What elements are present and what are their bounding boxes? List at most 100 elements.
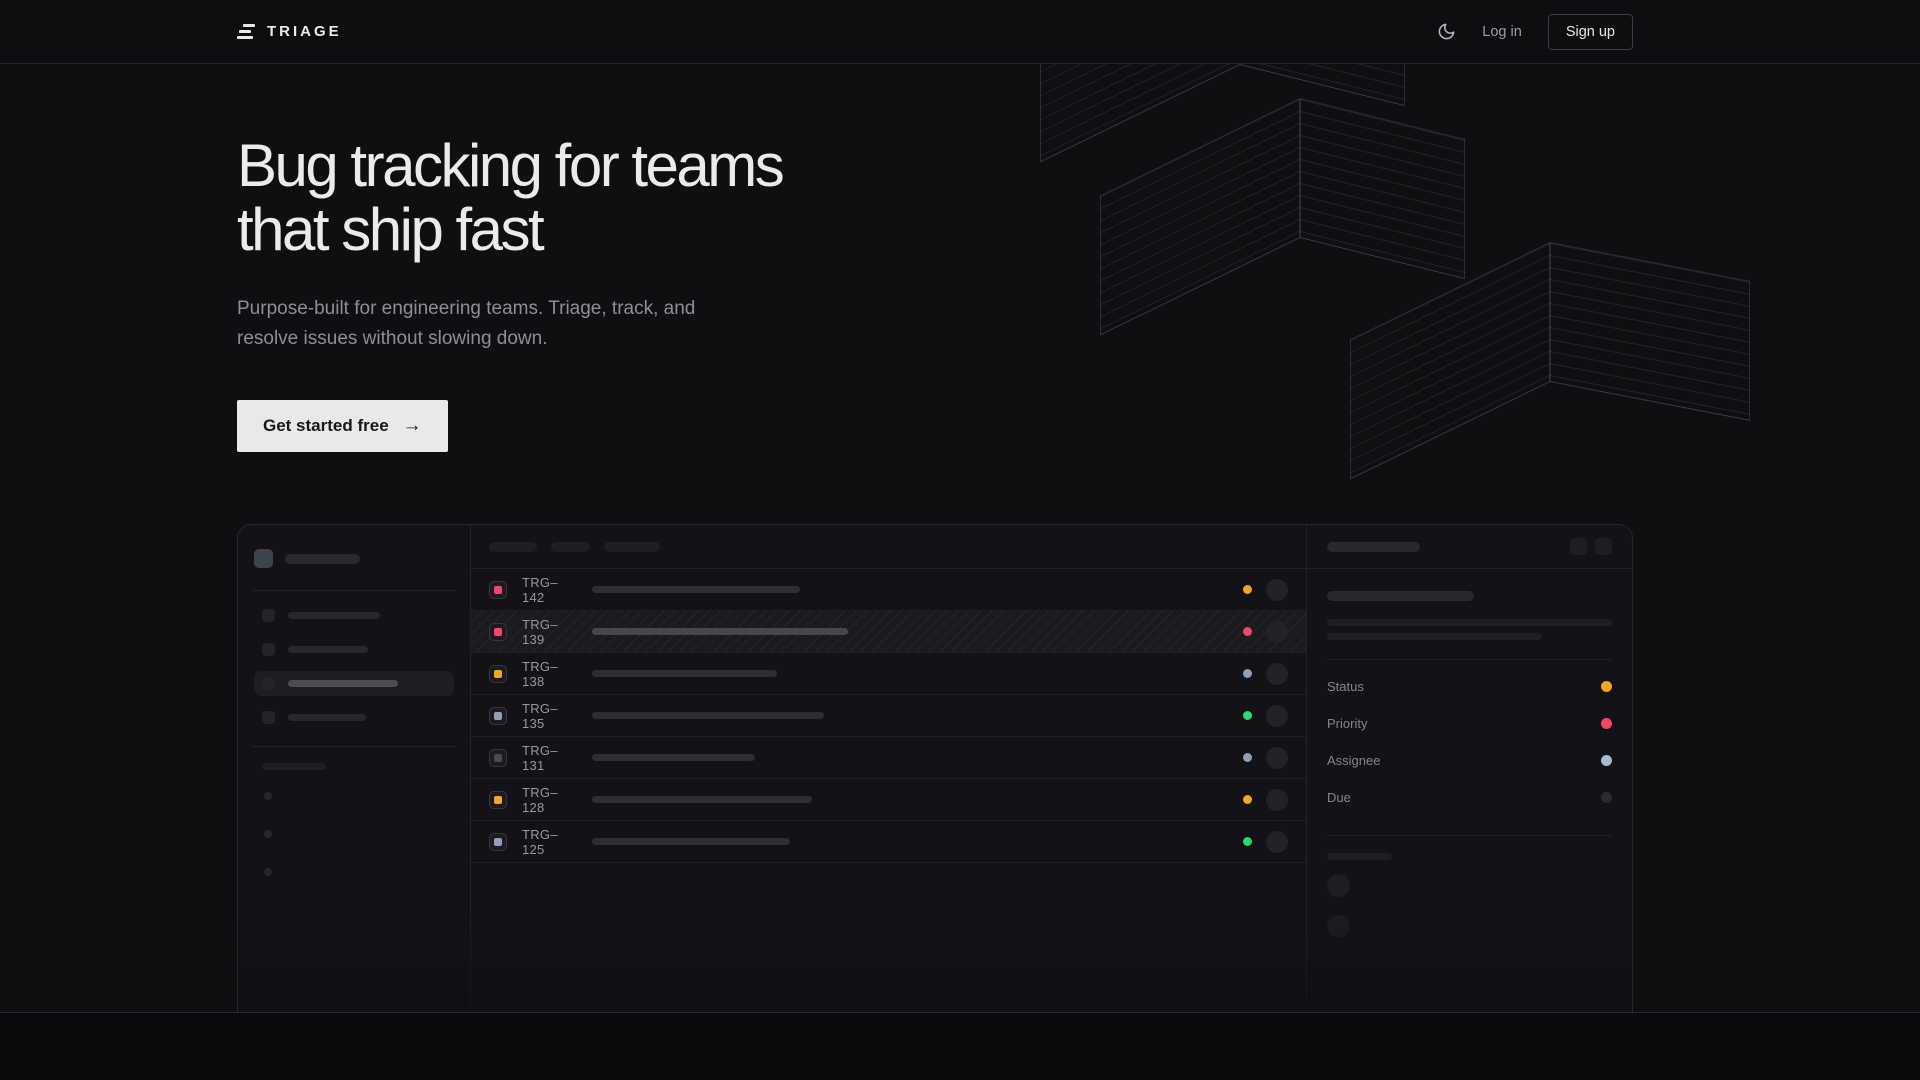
app-mockup: TRG–142 TRG–139 TRG–138 TRG–135 TRG– <box>237 524 1633 1012</box>
theme-toggle-button[interactable] <box>1437 22 1456 41</box>
sidebar-nav <box>254 603 454 730</box>
issue-id: TRG–131 <box>522 742 558 773</box>
brand-name: TRIAGE <box>267 23 342 40</box>
issue-type-icon <box>489 706 507 725</box>
issue-title-skeleton <box>592 754 755 761</box>
issue-row: TRG–131 <box>471 737 1306 779</box>
field-value-dot <box>1601 792 1612 803</box>
detail-fields: Status Priority Assignee Due <box>1327 668 1612 816</box>
field-value-dot <box>1601 681 1612 692</box>
issue-status-dot <box>1243 669 1252 678</box>
issue-row: TRG–135 <box>471 695 1306 737</box>
activity-avatars <box>1327 874 1612 938</box>
issue-status-dot <box>1243 795 1252 804</box>
sidebar-item <box>254 637 454 662</box>
arrow-right-icon: → <box>402 415 422 436</box>
issue-id: TRG–138 <box>522 658 558 689</box>
issue-title-skeleton <box>592 670 777 677</box>
nav-item-icon <box>262 609 275 622</box>
mockup-sidebar <box>238 525 471 1012</box>
sidebar-item <box>254 705 454 730</box>
issue-row: TRG–142 <box>471 569 1306 611</box>
mockup-detail-panel: Status Priority Assignee Due <box>1306 525 1632 1012</box>
login-link[interactable]: Log in <box>1482 23 1522 40</box>
issue-type-icon <box>489 580 507 599</box>
field-label: Priority <box>1327 716 1368 731</box>
issue-id: TRG–142 <box>522 574 558 605</box>
top-nav: TRIAGE Log in Sign up <box>0 0 1920 64</box>
filter-pill-skeleton <box>551 541 590 552</box>
workspace-name-skeleton <box>285 553 360 564</box>
detail-action-buttons <box>1570 538 1612 555</box>
issue-type-icon <box>489 832 507 851</box>
sidebar-item-active <box>254 671 454 696</box>
nav-item-icon <box>262 711 275 724</box>
divider <box>252 590 456 591</box>
issue-title-skeleton <box>592 586 800 593</box>
field-label: Due <box>1327 790 1351 805</box>
action-square-icon <box>1595 538 1612 555</box>
issue-assignee-avatar <box>1266 620 1288 643</box>
issue-row: TRG–128 <box>471 779 1306 821</box>
get-started-button[interactable]: Get started free → <box>237 400 448 452</box>
issue-list: TRG–142 TRG–139 TRG–138 TRG–135 TRG– <box>471 569 1306 863</box>
issue-assignee-avatar <box>1266 788 1288 811</box>
nav-item-icon <box>262 643 275 656</box>
issue-status-dot <box>1243 837 1252 846</box>
issue-id: TRG–139 <box>522 616 558 647</box>
issue-assignee-avatar <box>1266 662 1288 685</box>
hero-section: Bug tracking for teams that ship fast Pu… <box>0 64 1920 1012</box>
issue-status-dot <box>1243 753 1252 762</box>
field-label: Assignee <box>1327 753 1381 768</box>
issue-title-skeleton <box>592 628 848 635</box>
detail-field-row: Status <box>1327 668 1612 705</box>
issue-id: TRG–128 <box>522 784 558 815</box>
issue-id: TRG–125 <box>522 826 558 857</box>
field-label: Status <box>1327 679 1364 694</box>
issue-title-skeleton <box>592 838 790 845</box>
issue-assignee-avatar <box>1266 746 1288 769</box>
detail-field-row: Due <box>1327 779 1612 816</box>
signup-button[interactable]: Sign up <box>1547 13 1633 50</box>
divider <box>1327 835 1612 836</box>
issue-type-icon <box>489 622 507 641</box>
avatar <box>1327 915 1350 938</box>
hero-subtitle: Purpose-built for engineering teams. Tri… <box>237 298 696 349</box>
issue-assignee-avatar <box>1266 830 1288 853</box>
issue-title-skeleton <box>592 712 824 719</box>
avatar <box>1327 874 1350 897</box>
field-value-dot <box>1601 755 1612 766</box>
mockup-issue-list-pane: TRG–142 TRG–139 TRG–138 TRG–135 TRG– <box>471 525 1306 1012</box>
detail-title-skeleton <box>1327 541 1420 552</box>
issue-row: TRG–139 <box>471 611 1306 653</box>
workspace-avatar <box>254 549 273 568</box>
nav-item-icon <box>262 677 275 690</box>
brand: TRIAGE <box>237 23 342 40</box>
description-line-skeleton <box>1327 633 1542 640</box>
detail-toolbar <box>1307 525 1632 569</box>
issue-status-dot <box>1243 627 1252 636</box>
issue-id: TRG–135 <box>522 700 558 731</box>
action-square-icon <box>1570 538 1587 555</box>
description-line-skeleton <box>1327 619 1612 626</box>
field-value-dot <box>1601 718 1612 729</box>
detail-field-row: Assignee <box>1327 742 1612 779</box>
issue-type-icon <box>489 664 507 683</box>
footer <box>0 1012 1920 1080</box>
activity-label-skeleton <box>1327 853 1392 860</box>
moon-icon <box>1437 22 1456 41</box>
issue-row: TRG–138 <box>471 653 1306 695</box>
issue-assignee-avatar <box>1266 578 1288 601</box>
issue-assignee-avatar <box>1266 704 1288 727</box>
detail-field-row: Priority <box>1327 705 1612 742</box>
issue-title-skeleton <box>592 796 812 803</box>
issue-status-dot <box>1243 585 1252 594</box>
filter-pill-skeleton <box>604 541 660 552</box>
issue-status-dot <box>1243 711 1252 720</box>
sidebar-item <box>254 603 454 628</box>
issue-type-icon <box>489 748 507 767</box>
page-title: Bug tracking for teams that ship fast <box>237 132 785 263</box>
list-toolbar <box>471 525 1306 569</box>
section-label-skeleton <box>262 763 326 770</box>
filter-pill-skeleton <box>489 541 537 552</box>
